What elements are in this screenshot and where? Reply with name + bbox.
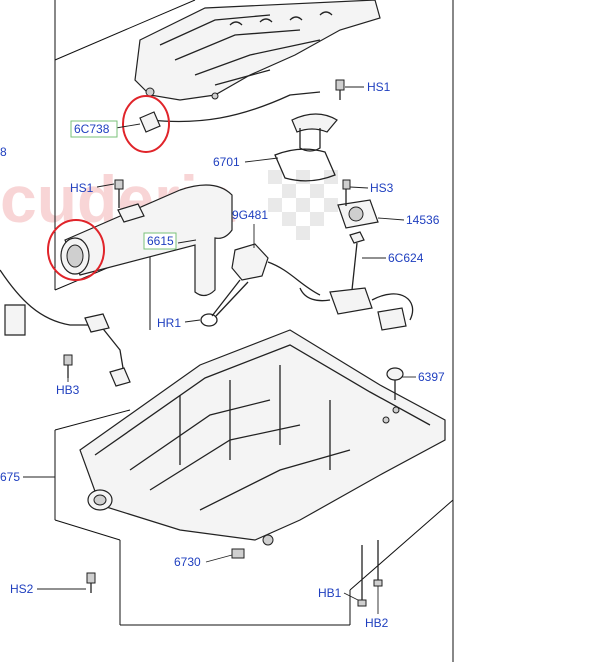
callout-hb3: HB3 (56, 383, 80, 397)
callout-6c738: 6C738 (74, 122, 110, 136)
callout-6701: 6701 (213, 155, 240, 169)
highlight-circles (47, 95, 170, 281)
oil-pipe-left (0, 269, 131, 387)
callout-9g481: 9G481 (232, 208, 268, 222)
intake-manifold (134, 0, 381, 101)
callout-edge-8: 8 (0, 145, 7, 159)
callout-6615: 6615 (147, 234, 174, 248)
callout-hr1: HR1 (157, 316, 181, 330)
leader-lines (23, 86, 416, 614)
callout-box-6C738 (70, 120, 118, 138)
dipstick-tube (139, 91, 338, 152)
bolt-hs1-top (335, 79, 345, 100)
callout-hb1: HB1 (318, 586, 342, 600)
gasket (274, 148, 336, 182)
callout-hb2: HB2 (365, 616, 389, 630)
callout-hs2: HS2 (10, 582, 34, 596)
bracket (337, 179, 379, 229)
watermark-checker (268, 170, 338, 240)
fasteners-bottom (86, 540, 383, 607)
callout-14536: 14536 (406, 213, 440, 227)
callout-box-6615 (143, 232, 177, 250)
callout-6730: 6730 (174, 555, 201, 569)
bolt-hs1-left (114, 179, 124, 208)
frame-lines (54, 0, 454, 662)
callout-6c624: 6C624 (388, 251, 424, 265)
callout-hs1-top: HS1 (367, 80, 391, 94)
callout-6397: 6397 (418, 370, 445, 384)
highlight-circle-dipstick (122, 95, 170, 153)
callout-675: 675 (0, 470, 20, 484)
oil-sensor (200, 243, 321, 327)
oil-level-sensor (299, 231, 414, 331)
drain-plug (386, 367, 404, 400)
oil-pan (79, 329, 446, 546)
callout-hs3: HS3 (370, 181, 394, 195)
callout-hs1-left: HS1 (70, 181, 94, 195)
highlight-circle-filler (47, 219, 105, 281)
